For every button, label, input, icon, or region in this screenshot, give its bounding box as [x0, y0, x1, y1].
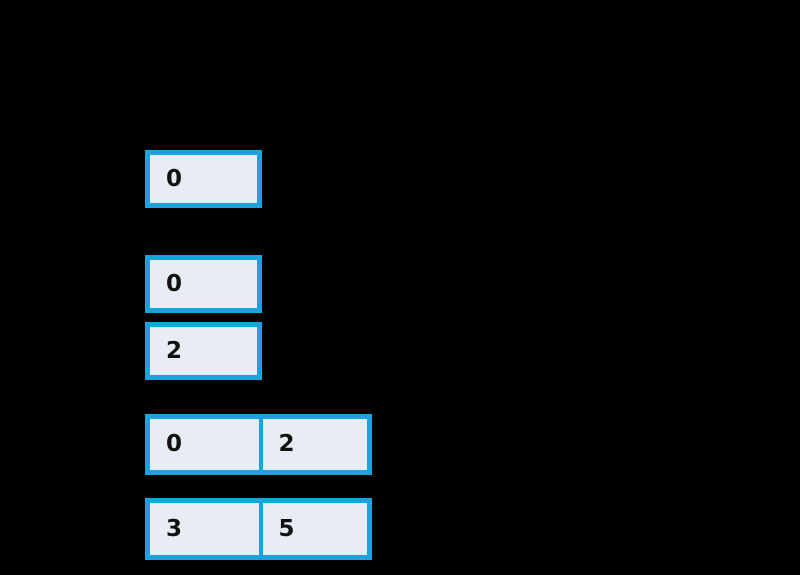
array-cell[interactable]: 2	[150, 327, 257, 375]
array-cell-value: 2	[278, 431, 296, 457]
array-cell-value: 0	[166, 165, 183, 192]
array-row[interactable]: 0	[145, 150, 262, 208]
array-cell-value: 5	[278, 515, 296, 542]
array-cell[interactable]: 2	[258, 419, 367, 470]
array-cell[interactable]: 3	[150, 503, 259, 555]
array-cell-value: 2	[166, 337, 183, 364]
array-cell[interactable]: 5	[258, 503, 367, 555]
array-cell[interactable]: 0	[150, 260, 257, 308]
array-cell-value: 0	[166, 270, 183, 297]
array-cell[interactable]: 0	[150, 155, 257, 203]
array-cell[interactable]: 0	[150, 419, 259, 470]
array-cell-value: 0	[166, 431, 183, 457]
array-row[interactable]: 2	[145, 322, 262, 380]
array-cell-value: 3	[166, 515, 183, 542]
array-row[interactable]: 0	[145, 255, 262, 313]
